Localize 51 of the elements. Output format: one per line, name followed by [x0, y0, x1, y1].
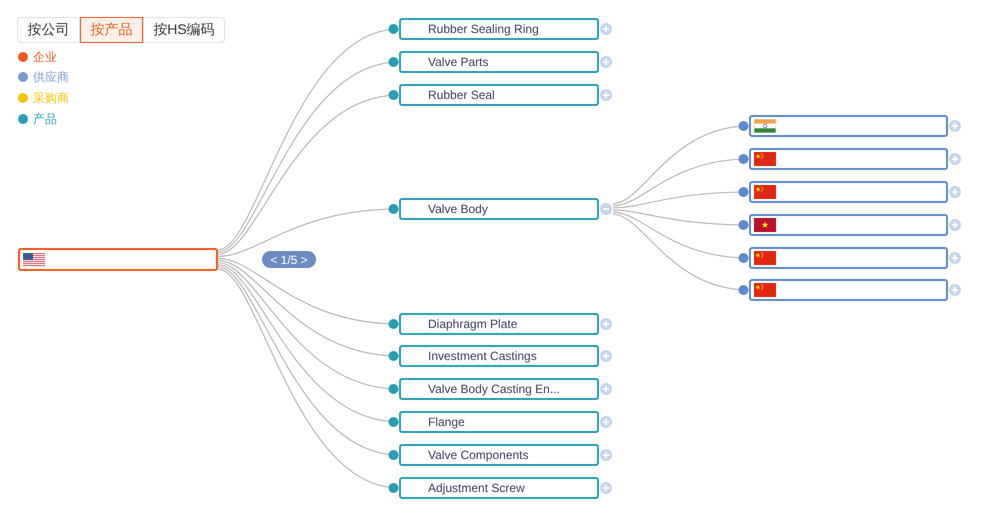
product-box [399, 84, 599, 106]
connector-line [612, 187, 749, 208]
connector-line [218, 264, 400, 426]
supplier-box [749, 214, 948, 236]
connector-line [218, 262, 400, 394]
node-label: Rubber Seal [428, 88, 495, 102]
connector-line [218, 204, 400, 257]
node-label: Investment Castings [428, 349, 537, 363]
connector-line [218, 58, 400, 253]
connector-line [612, 154, 750, 206]
legend-label: 企业 [33, 49, 57, 65]
product-box [399, 477, 599, 499]
company-box [18, 248, 218, 271]
product-box [399, 18, 599, 40]
supplier-box [749, 181, 948, 203]
product-box [399, 444, 599, 466]
product-box [399, 313, 599, 335]
connector-line [612, 210, 749, 230]
connector-line [218, 90, 400, 255]
connector-line [612, 121, 750, 204]
connector-line [612, 214, 750, 295]
tab-button: 按公司 [17, 17, 80, 43]
node-label: Flange [428, 415, 465, 429]
supplier-box [749, 247, 948, 269]
product-box [399, 51, 599, 73]
node-label: Valve Body Casting En... [428, 382, 560, 396]
supplier-box [749, 115, 948, 137]
product-box [399, 411, 599, 433]
supplier-box [749, 148, 948, 170]
pager-control: < 1/5 > [262, 251, 316, 268]
node-label: Diaphragm Plate [428, 317, 518, 331]
connector-line [612, 212, 750, 263]
connector-line [218, 258, 400, 329]
node-label: Adjustment Screw [428, 481, 525, 495]
legend-label: 产品 [33, 111, 57, 127]
tab-button: 按HS编码 [143, 17, 225, 43]
supplier-box [749, 279, 948, 301]
node-label: Valve Components [428, 448, 528, 462]
connector-line [218, 260, 400, 361]
product-box [399, 198, 599, 220]
connector-line [218, 24, 400, 251]
product-box [399, 345, 599, 367]
node-label: Valve Body [428, 202, 488, 216]
node-label: Valve Parts [428, 55, 488, 69]
tab-button: 按产品 [80, 17, 143, 43]
connector-line [218, 266, 400, 460]
product-box [399, 378, 599, 400]
legend-label: 供应商 [33, 69, 69, 85]
legend-label: 采购商 [33, 90, 69, 106]
connector-line [218, 268, 400, 492]
node-label: Rubber Sealing Ring [428, 22, 539, 36]
